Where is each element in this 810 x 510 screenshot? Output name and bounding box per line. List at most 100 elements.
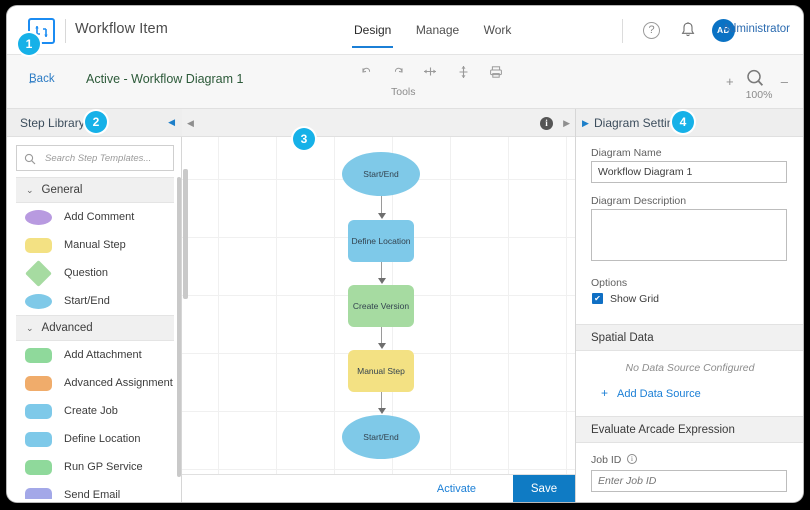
group-header-general[interactable]: ⌄ General xyxy=(16,177,174,203)
node-manual-step[interactable]: Manual Step xyxy=(348,350,414,392)
step-library-title: Step Library xyxy=(20,116,85,130)
node-define-location[interactable]: Define Location xyxy=(348,220,414,262)
align-vertical-icon[interactable] xyxy=(452,65,474,85)
node-create-version[interactable]: Create Version xyxy=(348,285,414,327)
add-data-source-button[interactable]: Add Data Source xyxy=(617,388,701,400)
tools-label: Tools xyxy=(391,86,416,98)
chevron-down-icon: ⌄ xyxy=(26,322,34,333)
avatar[interactable]: AD xyxy=(712,19,735,42)
job-id-label: Job ID xyxy=(591,454,622,466)
list-item[interactable]: Define Location xyxy=(16,425,174,453)
group-header-advanced[interactable]: ⌄ Advanced xyxy=(16,315,174,341)
redo-icon[interactable] xyxy=(387,65,409,85)
step-label: Question xyxy=(64,267,109,279)
print-icon[interactable] xyxy=(485,65,507,85)
activate-button[interactable]: Activate xyxy=(431,479,482,499)
step-label: Add Comment xyxy=(64,211,135,223)
back-arrow-icon[interactable]: ← xyxy=(27,75,38,87)
step-library-scrollbar[interactable] xyxy=(177,177,181,477)
step-swatch-create-job xyxy=(25,403,52,419)
arrowhead-1 xyxy=(377,213,386,219)
list-item[interactable]: Create Job xyxy=(16,397,174,425)
document-toolbar: ← Back Active - Workflow Diagram 1 xyxy=(7,55,803,109)
undo-icon[interactable] xyxy=(355,65,377,85)
show-grid-label: Show Grid xyxy=(610,293,660,305)
magnifier-icon[interactable] xyxy=(745,68,765,93)
connector-2[interactable] xyxy=(381,262,382,279)
arrowhead-3 xyxy=(377,343,386,349)
list-item[interactable]: Advanced Assignment xyxy=(16,369,174,397)
list-item[interactable]: Manual Step xyxy=(16,231,174,259)
diagram-description-label: Diagram Description xyxy=(591,195,687,207)
job-id-input[interactable] xyxy=(591,470,787,492)
node-start-end-bottom[interactable]: Start/End xyxy=(342,415,420,459)
step-swatch-manual-step xyxy=(25,237,52,253)
workflow-transfer-icon[interactable] xyxy=(28,18,55,44)
step-swatch-run-gp-service xyxy=(25,459,52,475)
diagram-canvas[interactable]: ◀ i ▶ Start/End Define Location Create V… xyxy=(182,109,575,502)
zoom-out-button[interactable]: – xyxy=(780,74,788,89)
app-window: Workflow Item Design Manage Work ? AD Ad… xyxy=(7,6,803,502)
canvas-grid[interactable]: Start/End Define Location Create Version… xyxy=(182,137,575,474)
step-swatch-add-comment xyxy=(25,209,52,225)
step-label: Define Location xyxy=(64,433,141,445)
header-divider xyxy=(622,19,623,43)
app-title: Workflow Item xyxy=(75,21,168,37)
list-item[interactable]: Send Email xyxy=(16,481,174,499)
tab-design[interactable]: Design xyxy=(344,6,401,55)
step-label: Create Job xyxy=(64,405,118,417)
tab-work[interactable]: Work xyxy=(483,23,512,37)
step-label: Manual Step xyxy=(64,239,126,251)
zoom-controls: + – 100% xyxy=(726,65,788,103)
show-grid-checkbox[interactable]: ✔ xyxy=(592,293,603,304)
save-button[interactable]: Save xyxy=(513,475,575,502)
chevron-right-icon[interactable]: ▶ xyxy=(582,118,589,128)
search-input[interactable] xyxy=(43,146,169,170)
step-label: Send Email xyxy=(64,489,121,499)
tools-group xyxy=(355,65,513,85)
callout-badge-4: 4 xyxy=(672,111,694,133)
plus-icon[interactable]: + xyxy=(601,386,609,400)
information-icon[interactable]: i xyxy=(540,117,553,130)
chevron-left-icon[interactable]: ◀ xyxy=(168,117,175,127)
step-library-panel: Step Library ◀ ⌄ General Add Comment xyxy=(7,109,182,502)
canvas-vertical-scrollbar[interactable] xyxy=(183,169,188,299)
callout-badge-2: 2 xyxy=(85,111,107,133)
connector-4[interactable] xyxy=(381,392,382,409)
tab-manage[interactable]: Manage xyxy=(415,23,460,37)
connector-1[interactable] xyxy=(381,196,382,214)
list-item[interactable]: Add Attachment xyxy=(16,341,174,369)
help-icon[interactable]: ? xyxy=(643,22,660,39)
step-label: Start/End xyxy=(64,295,110,307)
username-label[interactable]: Administrator xyxy=(722,23,790,35)
options-label: Options xyxy=(591,277,628,289)
list-item[interactable]: Run GP Service xyxy=(16,453,174,481)
arrowhead-4 xyxy=(377,408,386,414)
align-horizontal-icon[interactable] xyxy=(420,65,442,85)
back-button[interactable]: Back xyxy=(29,73,55,85)
search-icon xyxy=(24,152,36,170)
step-swatch-define-location xyxy=(25,431,52,447)
step-label: Advanced Assignment xyxy=(64,377,173,389)
group-title: Advanced xyxy=(41,322,93,334)
chevron-left-icon[interactable]: ◀ xyxy=(187,118,194,128)
information-icon[interactable]: i xyxy=(627,454,637,464)
step-swatch-start-end xyxy=(25,293,52,309)
spatial-data-section-header: Spatial Data xyxy=(576,324,803,351)
notification-bell-icon[interactable] xyxy=(680,21,696,44)
chevron-right-icon[interactable]: ▶ xyxy=(563,118,570,128)
list-item[interactable]: Question xyxy=(16,259,174,287)
arcade-section-header: Evaluate Arcade Expression xyxy=(576,416,803,443)
zoom-in-button[interactable]: + xyxy=(726,74,734,89)
diagram-description-textarea[interactable] xyxy=(591,209,787,261)
search-step-templates-wrapper xyxy=(16,145,174,171)
list-item[interactable]: Add Comment xyxy=(16,203,174,231)
node-start-end-top[interactable]: Start/End xyxy=(342,152,420,196)
diagram-name-input[interactable] xyxy=(591,161,787,183)
chevron-down-icon: ⌄ xyxy=(26,184,34,195)
connector-3[interactable] xyxy=(381,327,382,344)
nav-tabs: Design Manage Work xyxy=(344,6,521,55)
document-title: Active - Workflow Diagram 1 xyxy=(86,72,244,86)
diagram-settings-title: Diagram Settings xyxy=(594,116,687,130)
list-item[interactable]: Start/End xyxy=(16,287,174,315)
